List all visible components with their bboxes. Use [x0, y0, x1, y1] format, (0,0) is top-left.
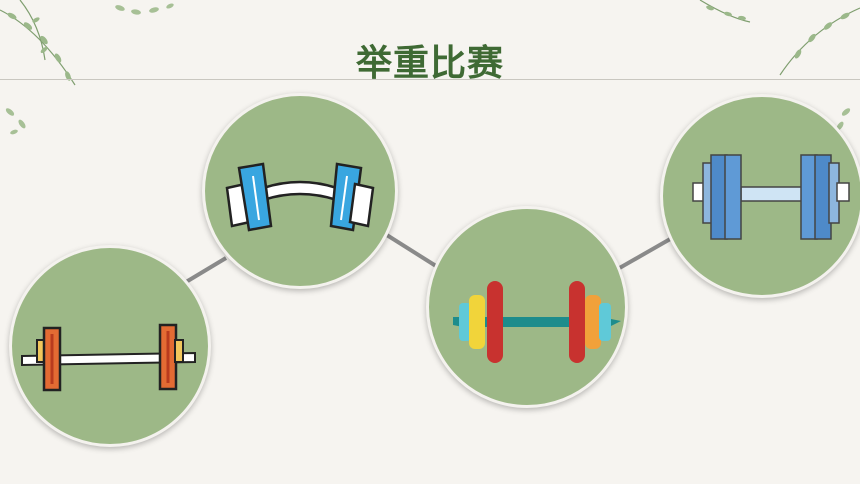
barbell-circle-1: [9, 245, 211, 447]
dumbbell-circle-4: [660, 94, 860, 298]
connector-line: [380, 230, 438, 268]
leaf-decoration-top-left-icon: [0, 0, 76, 86]
dumbbell-circle-3: [426, 206, 628, 408]
slide-title: 举重比赛: [355, 43, 504, 84]
dumbbell-blue-plates-icon: [692, 154, 850, 240]
leaf-decoration-top-center-icon: [115, 3, 174, 15]
connector-line: [184, 256, 228, 284]
title-divider: [0, 79, 860, 80]
barbell-circle-2: [202, 93, 398, 289]
leaf-decoration-top-right-icon: [699, 0, 860, 76]
connector-line: [615, 236, 673, 272]
barbell-blue-curved-icon: [225, 162, 375, 232]
leaf-decoration-left-icon: [5, 108, 26, 135]
dumbbell-rainbow-icon: [453, 281, 621, 363]
barbell-red-orange-icon: [21, 323, 196, 392]
